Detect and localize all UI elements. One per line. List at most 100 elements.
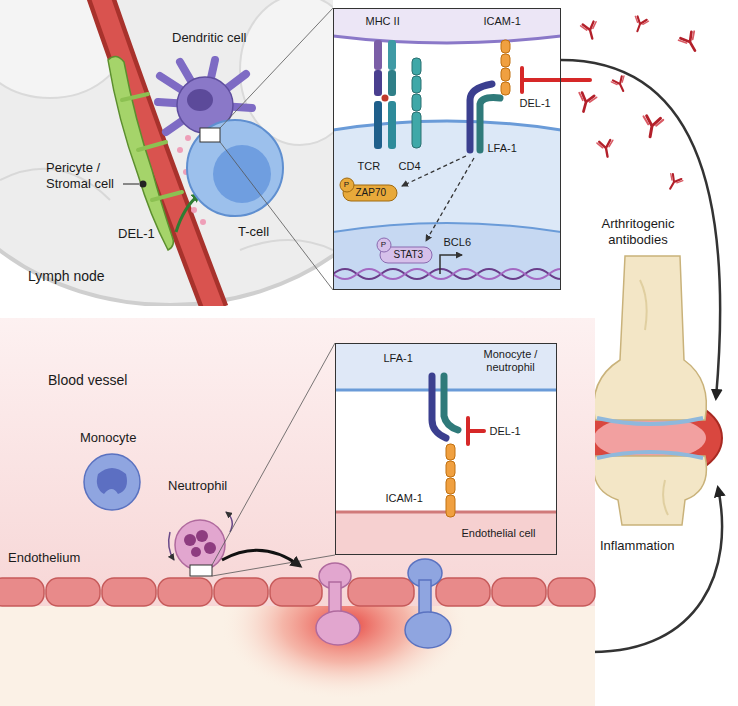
synapse-inset (501, 68, 510, 81)
migration-arrow (222, 550, 300, 566)
synapse-inset (382, 95, 389, 102)
t-cell (213, 145, 271, 203)
neutrophil (175, 520, 225, 570)
blood-vessel (102, 578, 156, 606)
antibodies (678, 30, 703, 55)
synapse-inset (333, 8, 561, 290)
transmigrating-neutrophil (316, 611, 360, 645)
neutrophil (169, 343, 335, 576)
adhesion-inset (446, 461, 455, 477)
molecule-label: P (341, 180, 353, 190)
molecule-label: ICAM-1 (386, 492, 423, 505)
molecule-label: DEL-1 (490, 425, 521, 438)
molecule-label: MHC II (366, 15, 400, 28)
blood-vessel (548, 578, 595, 606)
synapse-inset (333, 121, 561, 290)
inhibition-bar (522, 68, 590, 92)
blood-vessel (0, 578, 44, 606)
antibodies (631, 16, 649, 34)
joint (597, 452, 703, 458)
molecule-label: LFA-1 (384, 352, 413, 365)
del1-particles (200, 219, 206, 225)
monocyte (84, 454, 140, 510)
pericyte (108, 56, 173, 250)
adhesion-inset (446, 478, 455, 494)
molecule-label: Monocyte / neutrophil (470, 348, 552, 374)
inhibition-bar (522, 78, 590, 82)
joint (640, 280, 668, 515)
joint (594, 456, 707, 525)
synapse-inset (374, 70, 382, 96)
part-label: Monocyte (80, 430, 136, 446)
synapse-inset (374, 101, 382, 149)
blood-vessel (46, 578, 100, 606)
neutrophil (204, 542, 216, 554)
transmigrating-monocyte (419, 580, 431, 614)
synapse-inset (412, 58, 421, 75)
neutrophil (190, 565, 212, 576)
blood-vessel (0, 318, 595, 606)
pericyte (122, 94, 182, 200)
pericyte (123, 184, 139, 185)
part-label: Dendritic cell (172, 30, 246, 46)
monocyte (84, 454, 140, 510)
joint (578, 256, 722, 525)
antibodies (575, 16, 703, 192)
inset-box: LFA-1 Monocyte / neutrophilDEL-1ICAM-1End… (335, 343, 557, 555)
blood-vessel (214, 578, 268, 606)
synapse-inset (426, 158, 474, 241)
synapse-inset (412, 94, 421, 111)
transmigrating-monocyte (405, 612, 451, 648)
del1-particles (185, 135, 191, 141)
adhesion-inset (446, 495, 455, 517)
adhesion-inset (468, 429, 484, 433)
adhesion-inset (335, 512, 557, 555)
molecule-label: LFA-1 (488, 142, 517, 155)
neutrophil (212, 343, 335, 565)
adhesion-inset (335, 343, 557, 555)
part-label: DEL-1 (118, 226, 155, 242)
synapse-inset (412, 76, 421, 93)
synapse-inset (501, 82, 510, 95)
molecule-label: TCR (358, 160, 381, 173)
antibodies (575, 92, 597, 114)
t-cell (187, 8, 333, 290)
neutrophil (196, 530, 208, 542)
molecule-label: P (378, 240, 390, 250)
lymph-node (0, 0, 333, 306)
t-cell (200, 128, 220, 142)
part-label: Inflammation (600, 538, 674, 554)
antibodies (664, 173, 683, 192)
pericyte (140, 181, 147, 188)
neutrophil (212, 555, 335, 576)
neutrophil (184, 534, 196, 546)
part-label: Endothelium (8, 550, 80, 566)
part-label: T-cell (238, 224, 269, 240)
molecule-label: STAT3 (394, 249, 424, 261)
neutrophil (169, 532, 174, 560)
del1-particles (191, 207, 197, 213)
synapse-inset (440, 255, 462, 274)
synapse-inset (333, 223, 561, 290)
molecule-label: ICAM-1 (484, 15, 521, 28)
molecule-label: Endothelial cell (462, 527, 536, 540)
antibodies (611, 75, 630, 94)
transmigrating-neutrophil (329, 582, 341, 614)
part-label: Blood vessel (48, 372, 127, 389)
inset-box: MHC IIICAM-1DEL-1TCRCD4LFA-1PZAP70PSTAT3… (333, 8, 561, 290)
antibodies (597, 140, 616, 159)
synapse-inset (374, 40, 382, 70)
blood-vessel (0, 578, 595, 606)
t-cell (220, 142, 333, 290)
blood-vessel (0, 318, 595, 706)
part-label: Neutrophil (168, 478, 227, 494)
synapse-inset (388, 40, 396, 70)
synapse-inset (388, 70, 396, 96)
synapse-inset (412, 112, 421, 148)
neutrophil (191, 547, 201, 557)
t-cell (220, 8, 333, 128)
synapse-inset (388, 101, 396, 149)
adhesion-inset (335, 343, 557, 555)
part-label: Arthritogenic antibodies (588, 216, 688, 247)
